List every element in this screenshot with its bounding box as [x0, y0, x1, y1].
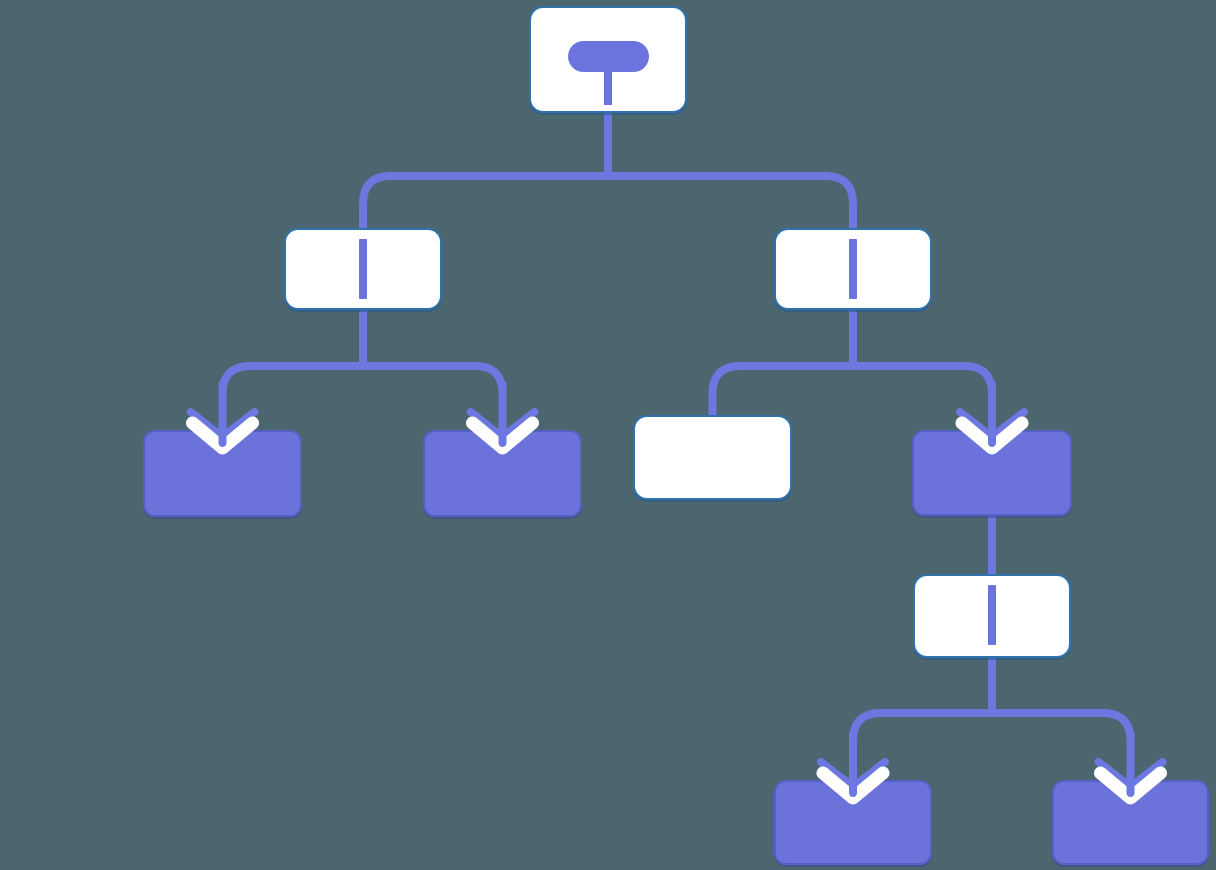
tree-node-branch-left	[284, 228, 442, 310]
tree-node-card-right-empty	[633, 415, 792, 500]
edge-from-root	[359, 113, 857, 230]
root-pill-icon	[531, 8, 685, 111]
divider-line-icon	[988, 585, 996, 645]
tree-node-branch-bottom	[913, 574, 1071, 658]
pill-shape	[567, 41, 649, 72]
double-chevron-down-icon	[955, 380, 1029, 455]
tree-node-branch-right	[774, 228, 932, 310]
double-chevron-down-icon	[466, 380, 539, 455]
pill-stem	[604, 72, 612, 105]
double-chevron-down-icon	[1094, 730, 1167, 805]
double-chevron-down-icon	[186, 380, 259, 455]
tree-node-leaf-bottom-1	[774, 780, 932, 865]
tree-node-node-right	[912, 430, 1072, 516]
tree-node-root	[529, 6, 687, 113]
divider-line-icon	[849, 239, 857, 299]
divider-line-icon	[359, 239, 367, 299]
double-chevron-down-icon	[816, 730, 890, 805]
